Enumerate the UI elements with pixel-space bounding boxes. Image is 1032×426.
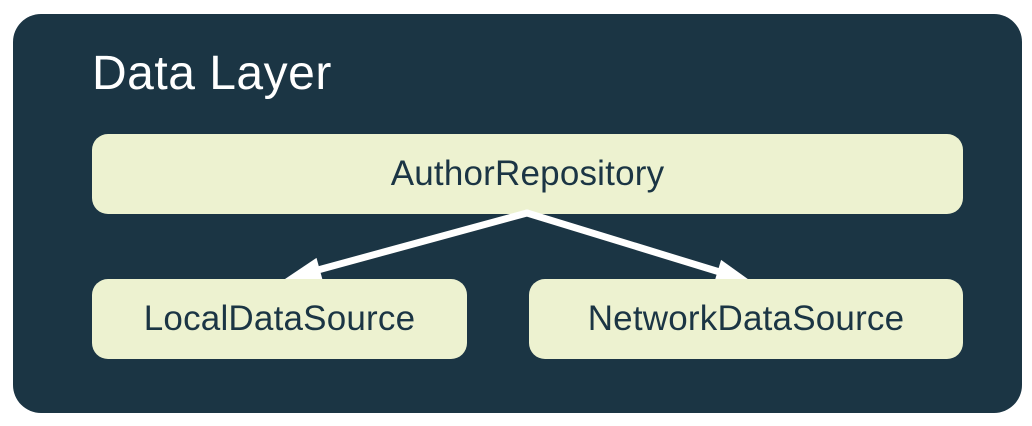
node-author-repository: AuthorRepository (92, 134, 963, 214)
diagram-title: Data Layer (92, 47, 332, 100)
node-network-data-source: NetworkDataSource (529, 279, 963, 359)
arrow-to-local-data-source (285, 209, 531, 282)
node-author-repository-label: AuthorRepository (390, 154, 665, 193)
node-local-data-source-label: LocalDataSource (143, 299, 416, 338)
node-network-data-source-label: NetworkDataSource (587, 299, 905, 338)
arrow-to-network-data-source (523, 209, 752, 283)
node-local-data-source: LocalDataSource (92, 279, 467, 359)
data-layer-container: Data Layer AuthorRepository LocalDataSou… (13, 14, 1022, 413)
